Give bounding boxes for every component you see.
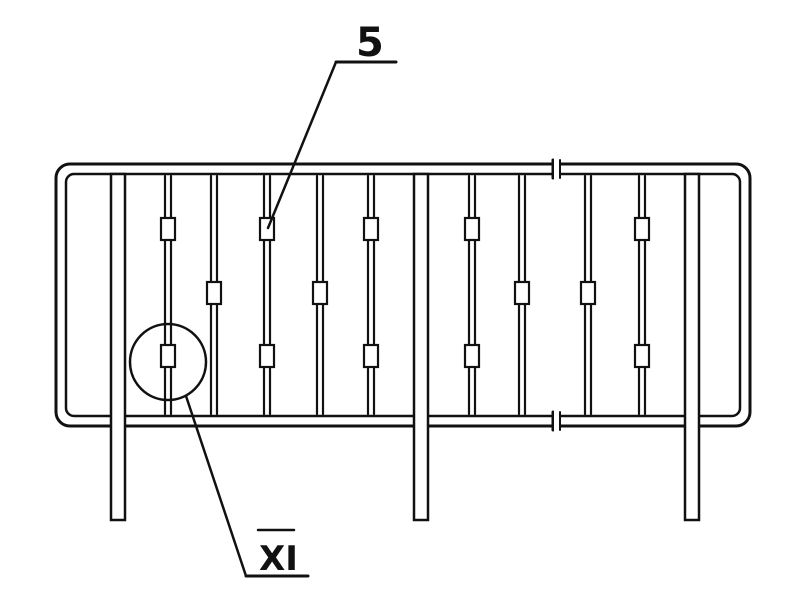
connector-block-2-1 <box>205 280 223 306</box>
detail-reference-label: XI <box>259 539 298 579</box>
post-right <box>683 172 701 522</box>
callout-detail-xi: XI <box>128 322 310 579</box>
leader-line-part-5 <box>266 60 338 230</box>
balusters <box>163 174 647 416</box>
leader-line-detail <box>184 394 248 578</box>
connector-block-4-1 <box>311 280 329 306</box>
connector-block-1-2 <box>159 343 177 369</box>
connector-block-9-1 <box>633 216 651 242</box>
connector-block-1-1 <box>159 216 177 242</box>
main-posts <box>109 172 701 522</box>
post-middle <box>412 172 430 522</box>
post-left <box>109 172 127 522</box>
connector-block-6-1 <box>463 216 481 242</box>
connector-block-5-2 <box>362 343 380 369</box>
detail-circle <box>128 322 208 402</box>
callout-part-5: 5 <box>266 20 398 230</box>
part-number-label: 5 <box>356 20 384 66</box>
connector-block-8-1 <box>579 280 597 306</box>
railing-frame <box>54 158 752 432</box>
connector-block-5-1 <box>362 216 380 242</box>
connector-block-3-2 <box>258 343 276 369</box>
connector-blocks <box>159 216 651 369</box>
connector-block-6-2 <box>463 343 481 369</box>
connector-block-9-2 <box>633 343 651 369</box>
connector-block-7-1 <box>513 280 531 306</box>
